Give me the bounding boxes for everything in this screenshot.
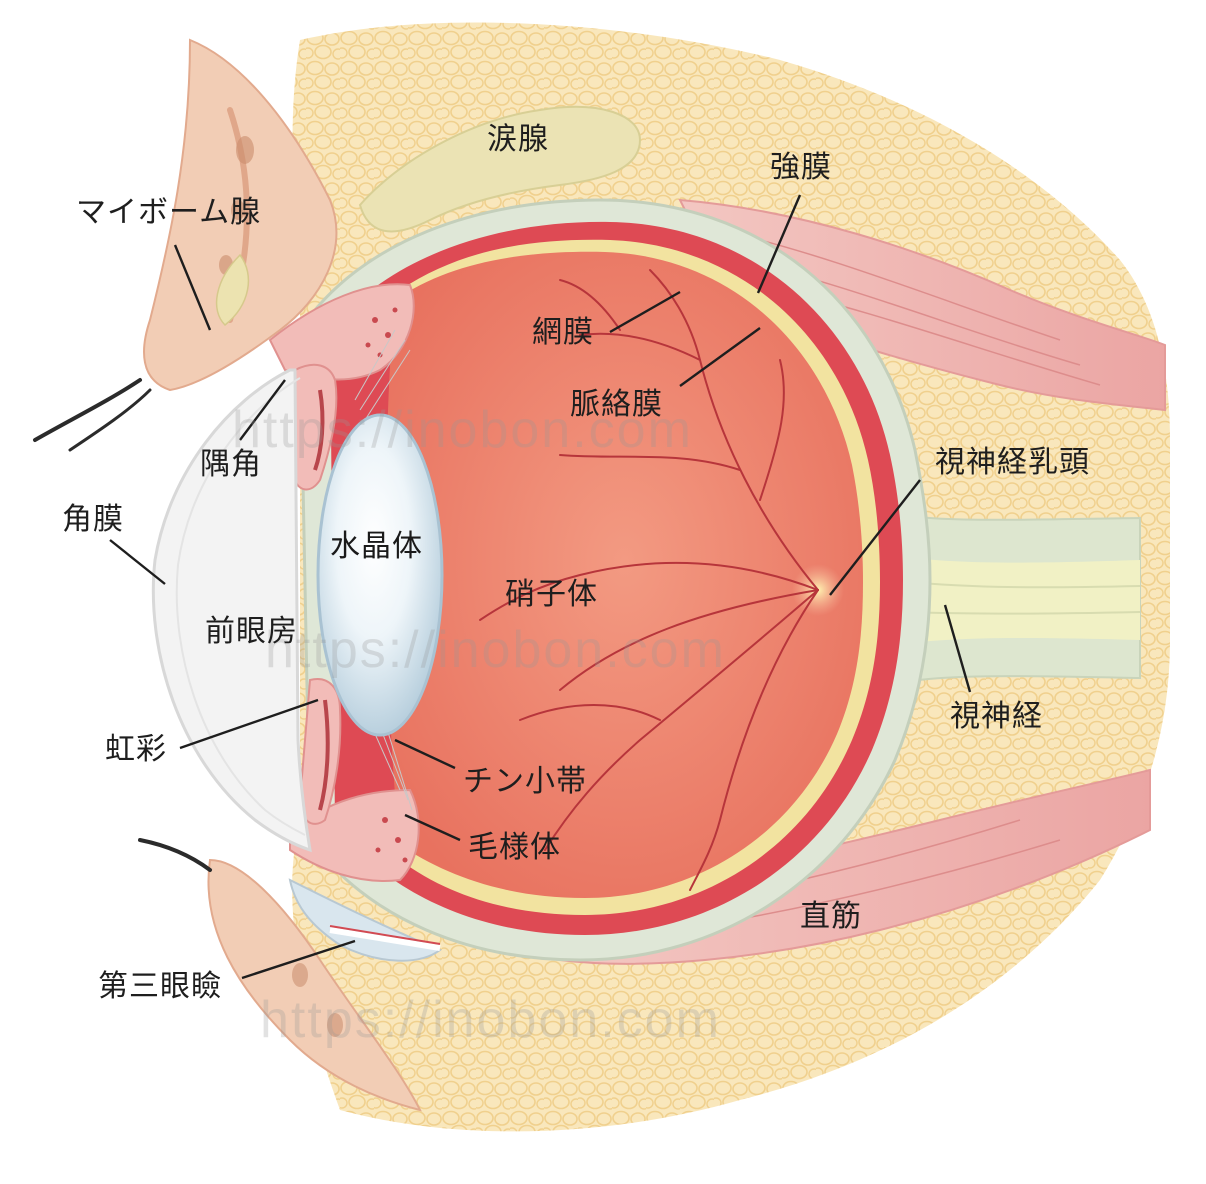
- leader-iris: [179, 698, 319, 750]
- label-optic-nerve: 視神経: [950, 699, 1043, 734]
- third-eyelid: [288, 878, 443, 962]
- iris: [294, 363, 342, 825]
- leader-zonule: [394, 738, 456, 770]
- label-sclera: 強膜: [770, 150, 832, 185]
- leader-angle: [239, 379, 286, 441]
- vitreous-body: [385, 251, 863, 898]
- leader-sclera: [756, 194, 802, 294]
- upper-eyelid: [33, 38, 338, 452]
- cornea: [151, 368, 312, 853]
- lower-eyelid: [138, 838, 422, 1112]
- leader-retina: [609, 290, 681, 334]
- label-iridocorneal-angle: 隅角: [200, 447, 262, 482]
- label-retina: 網膜: [532, 315, 594, 350]
- label-ciliary-body: 毛様体: [468, 830, 561, 865]
- leader-meibomian: [173, 244, 212, 331]
- watermark-top: https://inobon.com: [232, 401, 693, 459]
- leader-cornea: [109, 539, 166, 585]
- leader-lines: [109, 194, 972, 980]
- label-rectus-muscle: 直筋: [800, 899, 862, 934]
- label-iris: 虹彩: [105, 732, 167, 767]
- label-choroid: 脈絡膜: [570, 387, 663, 422]
- leader-ciliary: [404, 813, 461, 842]
- watermark-middle: https://inobon.com: [265, 621, 726, 679]
- leader-optic-nerve: [943, 604, 972, 693]
- retinal-vessels: [479, 269, 819, 891]
- label-third-eyelid: 第三眼瞼: [98, 969, 222, 1004]
- leader-third-eyelid: [241, 939, 356, 980]
- leader-optic-disc: [829, 479, 921, 596]
- upper-rectus-muscle: [678, 198, 1166, 412]
- label-vitreous: 硝子体: [505, 577, 598, 612]
- label-meibomian-gland: マイボーム腺: [76, 195, 262, 230]
- lacrimal-gland: [358, 105, 642, 233]
- label-zonule: チン小帯: [463, 764, 587, 799]
- label-optic-disc: 視神経乳頭: [935, 445, 1090, 480]
- label-anterior-chamber: 前眼房: [205, 614, 298, 649]
- label-lens: 水晶体: [330, 529, 423, 564]
- leader-choroid: [679, 327, 761, 387]
- watermark-bottom: https://inobon.com: [260, 991, 721, 1049]
- label-lacrimal-gland: 涙腺: [487, 122, 549, 157]
- lens: [316, 413, 444, 737]
- label-cornea: 角膜: [62, 502, 124, 537]
